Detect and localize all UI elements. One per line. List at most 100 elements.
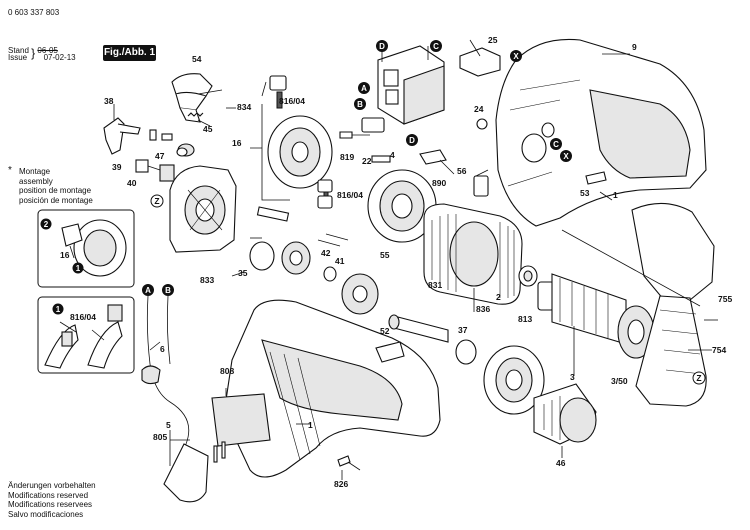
switch-trigger-52 xyxy=(375,341,405,363)
svg-text:805: 805 xyxy=(153,432,167,442)
issue-line: Issue 07-02-13 xyxy=(8,53,76,63)
svg-text:X: X xyxy=(513,52,519,61)
svg-text:Z: Z xyxy=(154,196,159,206)
svg-text:819: 819 xyxy=(340,152,354,162)
marker-z-right: Z xyxy=(692,371,706,385)
svg-text:16: 16 xyxy=(60,250,70,260)
terminal-22 xyxy=(371,155,391,163)
svg-text:1: 1 xyxy=(613,190,618,200)
marker-d-top: D xyxy=(376,40,388,52)
svg-text:754: 754 xyxy=(712,345,726,355)
spindle-831 xyxy=(388,314,449,343)
svg-text:55: 55 xyxy=(380,250,390,260)
stand-label: Stand xyxy=(8,46,29,55)
svg-text:37: 37 xyxy=(458,325,468,335)
svg-text:42: 42 xyxy=(321,248,331,258)
marker-d-switch: D xyxy=(406,134,418,146)
motor-housing-1 xyxy=(223,299,441,478)
marker-z-left: Z xyxy=(150,194,164,208)
bearing-37 xyxy=(455,339,477,365)
gear-housing-35 xyxy=(249,241,311,275)
marker-c-housing: C xyxy=(550,138,562,150)
note-line-fr: position de montage xyxy=(19,186,92,195)
document-number: 0 603 337 803 xyxy=(8,8,60,17)
svg-text:B: B xyxy=(357,100,363,109)
end-shield-left xyxy=(169,165,237,253)
note-line-en: assembly xyxy=(19,176,53,186)
pin-47 xyxy=(149,129,173,141)
svg-text:56: 56 xyxy=(457,166,467,176)
footer-line-de: Änderungen vorbehalten xyxy=(8,481,96,490)
switch-39-40 xyxy=(135,159,175,182)
part-labels: 54 38 834 45 47 39 40 816/04 16 816/04 8… xyxy=(60,35,732,489)
svg-text:45: 45 xyxy=(203,124,213,134)
marker-1-inset-lower: 1 xyxy=(52,303,64,315)
note-line-de: Montage xyxy=(19,167,51,176)
svg-text:A: A xyxy=(361,84,367,93)
svg-text:1: 1 xyxy=(56,305,61,314)
svg-text:813: 813 xyxy=(518,314,532,324)
svg-text:6: 6 xyxy=(160,344,165,354)
carbon-brush-top xyxy=(261,75,287,109)
marker-x-top: X xyxy=(510,50,522,62)
housing-half-9 xyxy=(495,38,707,227)
carbon-brush-low xyxy=(317,195,333,209)
svg-text:831: 831 xyxy=(428,280,442,290)
gear-case-836 xyxy=(483,345,545,415)
svg-text:3/50: 3/50 xyxy=(611,376,628,386)
power-cable-6 xyxy=(141,295,190,463)
marker-2-inset: 2 xyxy=(40,218,52,230)
svg-text:B: B xyxy=(165,286,171,295)
svg-text:D: D xyxy=(409,136,415,145)
svg-text:890: 890 xyxy=(432,178,446,188)
marker-b-switch: B xyxy=(354,98,366,110)
screw-24 xyxy=(476,118,488,130)
svg-text:2: 2 xyxy=(496,292,501,302)
svg-text:54: 54 xyxy=(192,54,202,64)
figure-badge: Fig./Abb. 1 xyxy=(103,45,156,61)
svg-text:D: D xyxy=(379,42,385,51)
footer-line-en: Modifications reserved xyxy=(8,490,89,500)
contact-block xyxy=(361,117,385,133)
svg-text:9: 9 xyxy=(632,42,637,52)
spring-53 xyxy=(585,171,607,185)
marker-b-cable: B xyxy=(162,284,174,296)
svg-text:816/04: 816/04 xyxy=(337,190,363,200)
footer-line-es: Salvo modificaciones xyxy=(8,509,84,519)
assembly-note: * Montage assembly position de montage p… xyxy=(8,166,93,205)
svg-text:47: 47 xyxy=(155,151,165,161)
footer-line-fr: Modifications reservees xyxy=(8,500,93,510)
plate-808 xyxy=(211,393,271,447)
svg-text:A: A xyxy=(145,286,151,295)
svg-text:53: 53 xyxy=(580,188,590,198)
svg-text:C: C xyxy=(433,42,439,51)
note-line-es: posición de montage xyxy=(19,195,93,205)
modifications-note: Änderungen vorbehalten Modifications res… xyxy=(8,481,96,519)
svg-text:39: 39 xyxy=(112,162,122,172)
marker-a-switch: A xyxy=(358,82,370,94)
svg-text:816/04: 816/04 xyxy=(70,312,96,322)
svg-text:5: 5 xyxy=(166,420,171,430)
svg-text:35: 35 xyxy=(238,268,248,278)
svg-text:2: 2 xyxy=(44,220,49,229)
screw-826 xyxy=(337,455,361,471)
brush-holder-ring-lower xyxy=(367,169,437,243)
stator-field-2 xyxy=(423,203,523,305)
svg-text:826: 826 xyxy=(334,479,348,489)
screw-819 xyxy=(339,131,370,139)
plug-5 xyxy=(163,441,226,503)
svg-text:Z: Z xyxy=(696,373,701,383)
bushing-assembly xyxy=(176,143,195,157)
svg-text:C: C xyxy=(553,140,559,149)
inset-brush-holder-drawing xyxy=(61,219,127,277)
svg-text:836: 836 xyxy=(476,304,490,314)
svg-text:3: 3 xyxy=(570,372,575,382)
pin-roller xyxy=(256,206,290,222)
screws-55 xyxy=(317,233,349,247)
svg-text:22: 22 xyxy=(362,156,372,166)
marker-x-housing: X xyxy=(560,150,572,162)
svg-text:41: 41 xyxy=(335,256,345,266)
svg-text:1: 1 xyxy=(76,264,81,273)
svg-text:834: 834 xyxy=(237,102,251,112)
